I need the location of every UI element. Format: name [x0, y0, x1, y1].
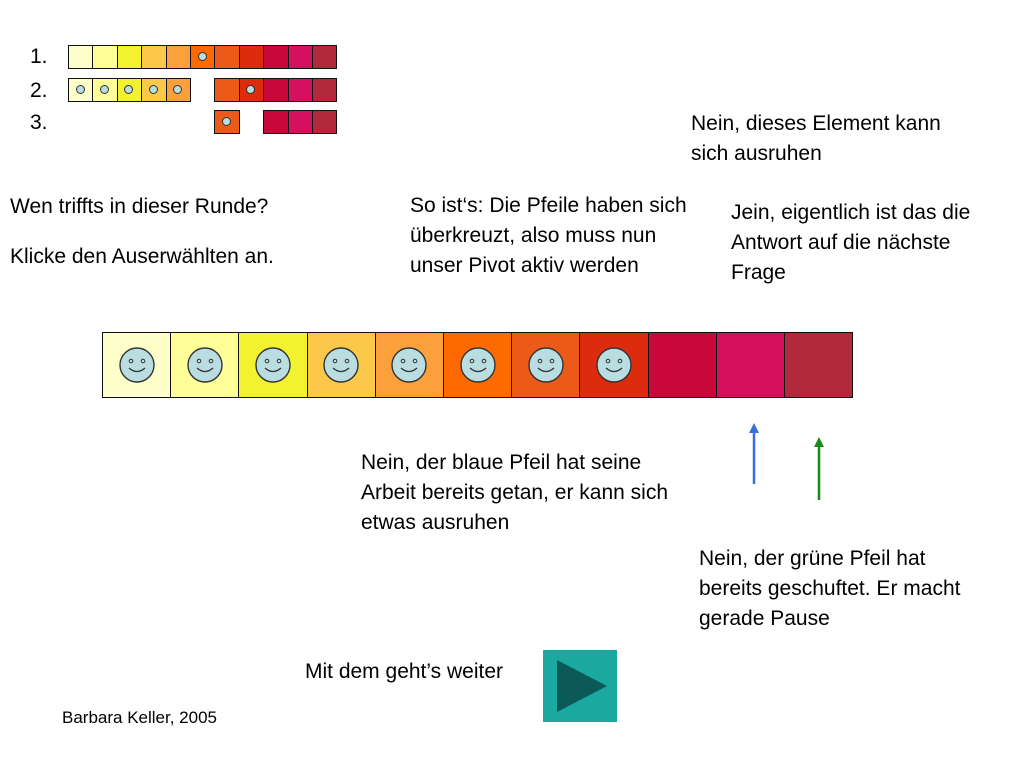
step-row-3-cell	[263, 110, 289, 134]
array-element-4[interactable]	[306, 332, 376, 398]
array-element-9[interactable]	[647, 332, 717, 398]
continue-text: Mit dem geht’s weiter	[305, 660, 504, 683]
step-row-1-cell	[165, 45, 191, 69]
jein-feedback-text: Jein, eigentlich ist das die Antwort auf…	[731, 201, 971, 284]
smiley-face-icon	[391, 347, 428, 383]
play-icon	[557, 660, 607, 712]
step-row-1-cell	[238, 45, 265, 69]
smiley-face-icon	[323, 347, 359, 383]
step-row-1-cell	[190, 45, 216, 69]
array-element-7[interactable]	[511, 332, 581, 398]
step-row-3-cell	[312, 110, 338, 134]
question-text: Wen triffts in dieser Runde?	[10, 195, 269, 218]
step-row-1-cell	[116, 45, 143, 69]
step-row-1-cell	[263, 45, 289, 69]
step-row-2-cell	[214, 78, 240, 102]
step-row-1-cell	[312, 45, 338, 69]
step-row-2-cell	[68, 78, 94, 102]
array-element-11[interactable]	[784, 332, 854, 398]
pivot-feedback-text: So ist‘s: Die Pfeile haben sich überkreu…	[410, 194, 687, 277]
instruction-text: Klicke den Auserwählten an.	[10, 245, 274, 268]
blue-arrow-feedback-text: Nein, der blaue Pfeil hat seine Arbeit b…	[361, 451, 669, 534]
row-2-label: 2.	[30, 79, 48, 102]
smiley-face-icon	[459, 347, 496, 383]
smiley-face-icon	[197, 52, 207, 61]
step-row-2-cell	[263, 78, 289, 102]
array-element-3[interactable]	[238, 332, 308, 398]
array-element-6[interactable]	[443, 332, 513, 398]
row-1-label: 1.	[30, 45, 48, 68]
array-element-2[interactable]	[170, 332, 240, 398]
step-row-2-cell	[141, 78, 167, 102]
array-element-8[interactable]	[579, 332, 649, 398]
step-row-2-cell	[312, 78, 338, 102]
step-row-2-cell	[165, 78, 191, 102]
credit-text: Barbara Keller, 2005	[62, 708, 217, 727]
smiley-face-icon	[148, 85, 158, 94]
smiley-face-icon	[118, 347, 155, 383]
step-row-1-cell	[68, 45, 94, 69]
play-button[interactable]	[543, 650, 617, 722]
step-row-3-cell	[287, 110, 313, 134]
step-row-1-cell	[141, 45, 167, 69]
array-element-10[interactable]	[715, 332, 785, 398]
smiley-face-icon	[124, 85, 134, 94]
row-3-label: 3.	[30, 111, 48, 134]
smiley-face-icon	[222, 117, 232, 126]
array-element-1[interactable]	[102, 332, 172, 398]
step-row-1-cell	[214, 45, 240, 69]
smiley-face-icon	[255, 347, 291, 383]
green-arrow-feedback-text: Nein, der grüne Pfeil hat bereits geschu…	[699, 547, 961, 630]
smiley-face-icon	[187, 347, 223, 383]
blue-arrow-icon	[749, 423, 759, 484]
step-row-1-cell	[92, 45, 118, 69]
smiley-face-icon	[596, 347, 632, 383]
smiley-face-icon	[528, 347, 564, 383]
step-row-2-cell	[287, 78, 313, 102]
step-row-2-cell	[116, 78, 143, 102]
step-row-2-cell	[238, 78, 265, 102]
green-arrow-icon	[814, 437, 824, 500]
step-row-1-cell	[287, 45, 313, 69]
smiley-face-icon	[246, 85, 256, 94]
smiley-face-icon	[173, 85, 183, 94]
rest-feedback-text: Nein, dieses Element kann sich ausruhen	[691, 112, 941, 165]
smiley-face-icon	[100, 85, 110, 94]
smiley-face-icon	[75, 85, 85, 94]
step-row-2-cell	[92, 78, 118, 102]
array-element-5[interactable]	[374, 332, 444, 398]
step-row-3-cell	[214, 110, 240, 134]
